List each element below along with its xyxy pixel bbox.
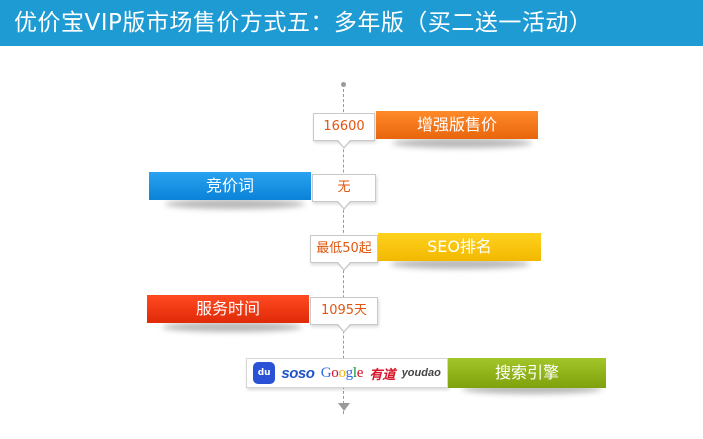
banner-shadow [462, 384, 602, 394]
seo-ranking-callout: 最低50起 [310, 235, 378, 271]
banner-shadow [392, 138, 532, 148]
bidding-words-callout: 无 [312, 174, 376, 210]
youdao-logo: youdao [401, 367, 441, 379]
price-callout: 16600 [313, 113, 375, 149]
timeline-end-arrow [338, 403, 350, 411]
enhanced-price-banner: 增强版售价 [376, 111, 538, 139]
timeline-start-dot [341, 82, 346, 87]
seo-ranking-banner: SEO排名 [378, 233, 541, 261]
page-title: 优价宝VIP版市场售价方式五：多年版（买二送一活动） [0, 0, 703, 46]
baidu-logo: du [253, 362, 276, 384]
banner-shadow [165, 199, 305, 209]
service-time-callout: 1095天 [310, 297, 378, 333]
service-time-banner: 服务时间 [147, 295, 309, 323]
bidding-words-banner: 竞价词 [149, 172, 311, 200]
banner-shadow [390, 259, 530, 269]
banner-shadow [162, 322, 302, 332]
youdao-cn-logo: 有道 [369, 367, 396, 383]
soso-logo: soso [281, 364, 315, 382]
search-engine-banner: 搜索引擎 [448, 358, 606, 388]
